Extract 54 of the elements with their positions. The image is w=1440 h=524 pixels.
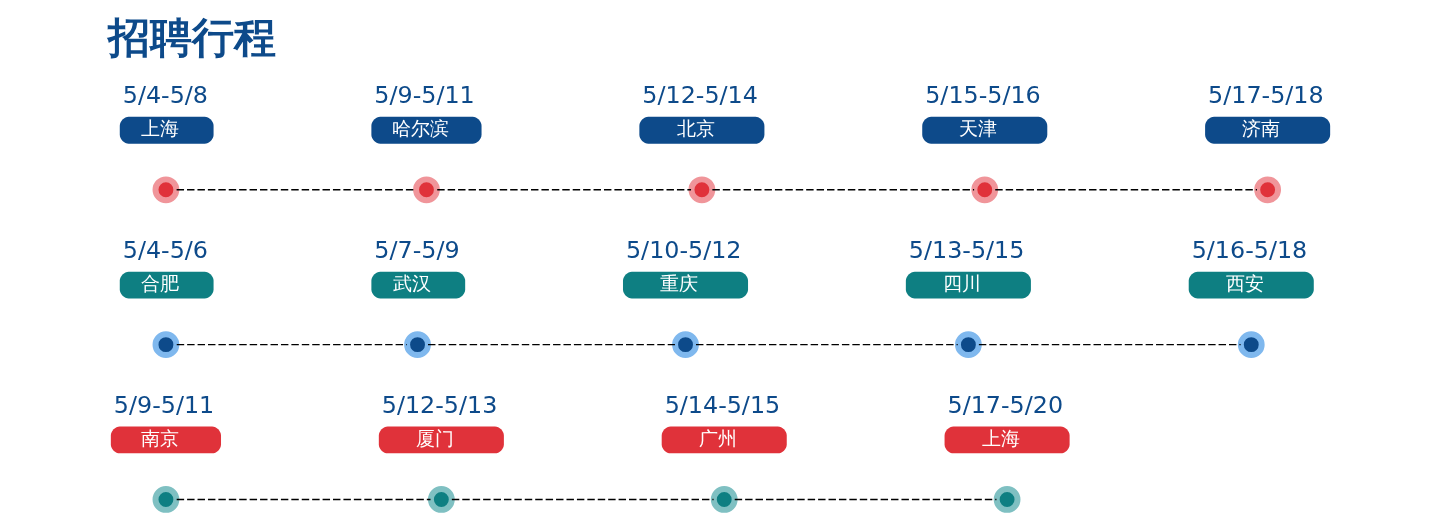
node-box: 重庆 xyxy=(622,271,748,299)
node-label: 5/10-5/12 xyxy=(625,235,742,264)
connector xyxy=(977,343,1241,346)
node-circle xyxy=(970,176,998,204)
node-circle xyxy=(993,486,1020,513)
node-box: 济南 xyxy=(1204,116,1330,144)
node-circle xyxy=(427,486,455,513)
node-box: 广州 xyxy=(661,426,787,454)
node-box: 哈尔滨 xyxy=(370,116,482,144)
node-circle xyxy=(152,331,179,359)
node-label: 5/9-5/11 xyxy=(373,81,475,110)
node-box: 厦门 xyxy=(378,426,504,454)
node-circle xyxy=(710,486,738,513)
diagram-title: 招聘行程 xyxy=(107,12,276,62)
connector xyxy=(994,189,1258,191)
node-circle xyxy=(1237,331,1265,359)
connector xyxy=(436,189,692,191)
node-circle xyxy=(152,176,179,204)
connector xyxy=(450,498,714,501)
node-box: 南京 xyxy=(110,426,221,454)
node-label: 5/12-5/13 xyxy=(381,390,497,419)
node-circle xyxy=(671,331,699,359)
node-box: 天津 xyxy=(921,116,1047,144)
node-label: 5/13-5/15 xyxy=(908,235,1024,264)
connector xyxy=(175,189,416,191)
node-label: 5/14-5/15 xyxy=(664,390,780,419)
node-label: 5/15-5/16 xyxy=(924,81,1041,110)
node-circle xyxy=(152,486,179,513)
node-box: 北京 xyxy=(638,116,764,144)
node-circle xyxy=(412,176,440,204)
node-box: 西安 xyxy=(1188,271,1314,299)
node-label: 5/9-5/11 xyxy=(113,390,214,419)
node-circle xyxy=(1253,176,1281,204)
connector xyxy=(733,498,997,501)
connector xyxy=(694,343,958,346)
connector xyxy=(175,343,407,346)
node-circle xyxy=(688,176,715,204)
connector xyxy=(175,498,431,501)
node-box: 四川 xyxy=(905,271,1031,299)
node-label: 5/4-5/8 xyxy=(122,81,208,110)
node-box: 武汉 xyxy=(370,271,465,299)
node-box: 上海 xyxy=(119,116,214,144)
node-circle xyxy=(403,331,431,359)
node-circle xyxy=(954,331,982,359)
node-label: 5/7-5/9 xyxy=(373,235,460,264)
node-label: 5/4-5/6 xyxy=(122,235,208,264)
node-label: 5/12-5/14 xyxy=(641,81,758,110)
node-label: 5/17-5/20 xyxy=(947,390,1063,419)
connector xyxy=(426,343,676,346)
node-label: 5/16-5/18 xyxy=(1191,235,1307,264)
node-box: 合肥 xyxy=(119,271,214,299)
node-box: 上海 xyxy=(944,426,1070,454)
connector xyxy=(711,189,975,191)
node-label: 5/17-5/18 xyxy=(1207,81,1324,110)
